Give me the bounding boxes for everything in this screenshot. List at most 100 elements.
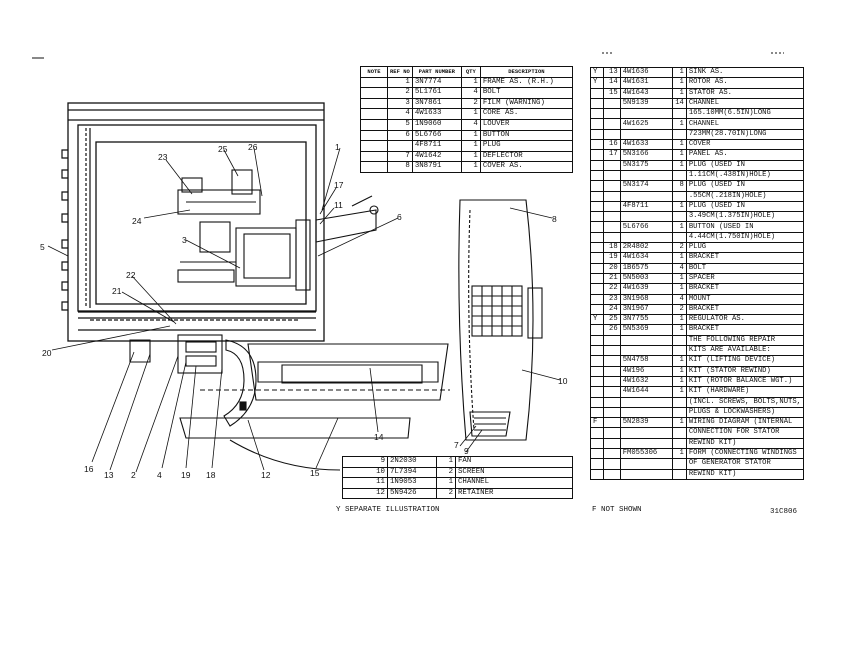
part-number-cell: 3N1968 bbox=[619, 293, 674, 305]
qty-cell: 1 bbox=[436, 456, 456, 468]
part-number-cell: 4W1642 bbox=[411, 150, 462, 163]
note-cell bbox=[360, 97, 388, 110]
callout-14: 14 bbox=[374, 432, 384, 442]
qty-cell: 2 bbox=[672, 303, 687, 316]
description-cell: PANEL AS. bbox=[685, 149, 805, 161]
top-parts-table: NOTE REF NO PART NUMBER QTY DESCRIPTION … bbox=[360, 66, 574, 173]
note-cell: Y bbox=[589, 66, 605, 79]
note-cell bbox=[589, 293, 605, 305]
ref-cell bbox=[387, 140, 413, 152]
note-cell: Y bbox=[589, 77, 605, 89]
note-cell bbox=[589, 396, 605, 408]
ref-cell: 12 bbox=[342, 487, 388, 500]
description-cell: SPACER bbox=[685, 272, 805, 285]
qty-cell: 4 bbox=[460, 87, 481, 99]
note-cell bbox=[589, 190, 605, 202]
note-cell bbox=[589, 159, 605, 171]
part-number-cell: 4W1643 bbox=[619, 87, 674, 99]
ref-cell: 24 bbox=[603, 303, 621, 316]
qty-cell bbox=[672, 108, 687, 120]
note-cell: Y bbox=[589, 314, 605, 326]
table-row: 1.11CM(.438IN)HOLE) bbox=[589, 169, 805, 182]
qty-cell bbox=[672, 345, 687, 357]
ref-cell: 7 bbox=[387, 150, 413, 163]
description-cell: 3.49CM(1.375IN)HOLE) bbox=[685, 211, 805, 223]
description-cell: PLUG (USED IN bbox=[685, 200, 805, 213]
note-cell bbox=[589, 437, 605, 449]
qty-cell bbox=[672, 128, 687, 141]
callout-24: 24 bbox=[132, 216, 142, 226]
description-cell: COVER AS. bbox=[479, 161, 574, 173]
ref-cell: 3 bbox=[387, 97, 413, 110]
description-cell: DEFLECTOR bbox=[479, 150, 574, 163]
ref-cell bbox=[603, 458, 621, 470]
description-cell: STATOR AS. bbox=[685, 87, 805, 99]
qty-cell bbox=[672, 231, 687, 244]
ref-cell: 22 bbox=[603, 283, 621, 295]
ref-cell: 4 bbox=[387, 108, 413, 120]
part-number-cell bbox=[619, 406, 674, 419]
qty-cell: 1 bbox=[672, 272, 687, 285]
callout-6: 6 bbox=[397, 212, 402, 222]
description-cell: COVER bbox=[685, 139, 805, 151]
qty-cell: 14 bbox=[672, 97, 687, 110]
description-cell: PLUG (USED IN bbox=[685, 180, 805, 192]
callout-11: 11 bbox=[334, 200, 343, 210]
callout-3: 3 bbox=[182, 235, 187, 245]
description-cell: PLUG (USED IN bbox=[685, 159, 805, 171]
qty-cell: 1 bbox=[672, 77, 687, 89]
ref-cell: 5 bbox=[387, 118, 413, 131]
note-cell bbox=[589, 118, 605, 130]
ref-cell bbox=[603, 221, 621, 233]
qty-cell: 2 bbox=[672, 242, 687, 254]
qty-cell: 8 bbox=[672, 180, 687, 192]
qty-cell: 1 bbox=[672, 365, 687, 377]
description-cell: FILM (WARNING) bbox=[479, 97, 574, 110]
callout-21: 21 bbox=[112, 286, 122, 296]
qty-cell: 1 bbox=[460, 161, 481, 173]
ref-cell bbox=[603, 437, 621, 449]
note-cell bbox=[360, 150, 388, 163]
note-cell bbox=[589, 200, 605, 213]
description-cell: KIT (ROTOR BALANCE WGT.) bbox=[685, 375, 805, 388]
part-number-cell: 5N3175 bbox=[619, 159, 674, 171]
callout-10: 10 bbox=[558, 376, 568, 386]
callout-23: 23 bbox=[158, 152, 168, 162]
part-number-cell: 1N9060 bbox=[411, 118, 462, 131]
ref-cell bbox=[603, 427, 621, 439]
table-row: OF GENERATOR STATOR bbox=[589, 458, 805, 470]
part-number-cell bbox=[619, 427, 674, 439]
description-cell: BUTTON (USED IN bbox=[685, 221, 805, 233]
ref-cell: 11 bbox=[342, 477, 388, 489]
callout-1: 1 bbox=[335, 142, 340, 152]
qty-cell: 1 bbox=[460, 140, 481, 152]
footnote-separate-illustration: Y SEPARATE ILLUSTRATION bbox=[336, 506, 440, 514]
description-cell: BRACKET bbox=[685, 252, 805, 264]
qty-cell: 1 bbox=[672, 375, 687, 388]
part-number-cell: 5N5003 bbox=[619, 272, 674, 285]
note-cell bbox=[589, 180, 605, 192]
part-number-cell: 5N9139 bbox=[619, 97, 674, 110]
description-cell: PLUG bbox=[479, 140, 574, 152]
qty-cell: 1 bbox=[672, 118, 687, 130]
description-cell: CHANNEL bbox=[685, 118, 805, 130]
part-number-cell: 1N9053 bbox=[387, 477, 437, 489]
qty-cell: 1 bbox=[672, 447, 687, 460]
ref-cell: 25 bbox=[603, 314, 621, 326]
ref-cell: 26 bbox=[603, 324, 621, 336]
part-number-cell: 5L6766 bbox=[411, 129, 462, 142]
note-cell bbox=[360, 129, 388, 142]
qty-cell: 1 bbox=[672, 149, 687, 161]
part-number-cell: 2N2030 bbox=[387, 456, 437, 468]
qty-cell bbox=[672, 169, 687, 182]
